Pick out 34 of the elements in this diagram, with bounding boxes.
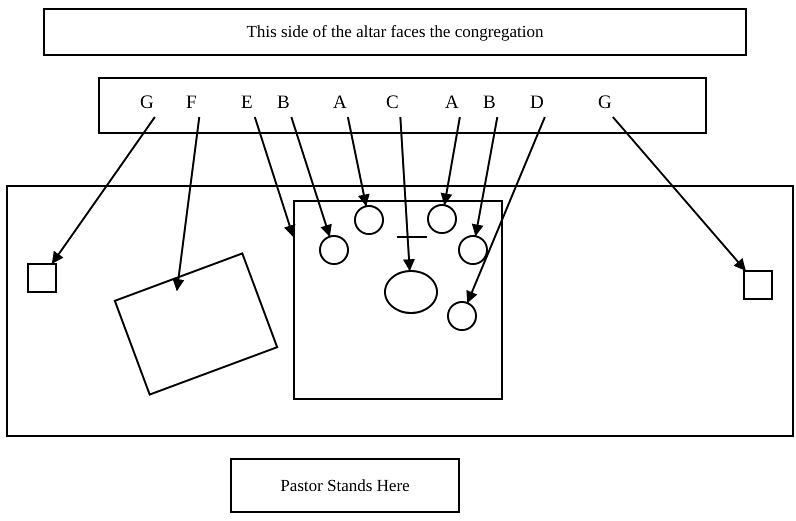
callout-letter: D <box>530 92 544 114</box>
leader-arrow <box>52 116 156 264</box>
circle-marker <box>427 204 457 234</box>
leader-arrow <box>346 116 370 206</box>
callout-letter: B <box>277 92 290 114</box>
callout-letter: G <box>598 92 612 114</box>
tilted-rectangle <box>114 252 278 396</box>
letter-strip-box <box>98 77 707 134</box>
callout-letter: A <box>445 92 459 114</box>
altar-table <box>6 185 794 437</box>
leader-arrow <box>466 116 546 304</box>
circle-marker <box>354 205 384 235</box>
leader-arrow <box>254 116 296 238</box>
leader-arrow <box>612 116 746 271</box>
leader-arrow <box>440 116 461 206</box>
circle-marker <box>458 235 488 265</box>
circle-marker <box>319 235 349 265</box>
callout-letter: F <box>186 92 197 114</box>
small-square <box>743 270 773 300</box>
circle-marker <box>447 301 477 331</box>
leader-arrow <box>399 116 415 272</box>
label-box: Pastor Stands Here <box>230 458 460 513</box>
heading-box: This side of the altar faces the congregation <box>43 8 747 56</box>
leader-arrow <box>172 116 200 292</box>
small-square <box>27 263 57 293</box>
callout-letter: E <box>241 92 253 114</box>
callout-letter: A <box>333 92 347 114</box>
leader-arrow <box>290 116 332 237</box>
callout-letter: G <box>140 92 154 114</box>
inner-square <box>293 200 503 400</box>
callout-letter: B <box>483 92 496 114</box>
leader-arrow <box>472 116 498 236</box>
callout-letter: C <box>386 92 399 114</box>
oval-marker <box>384 270 438 314</box>
